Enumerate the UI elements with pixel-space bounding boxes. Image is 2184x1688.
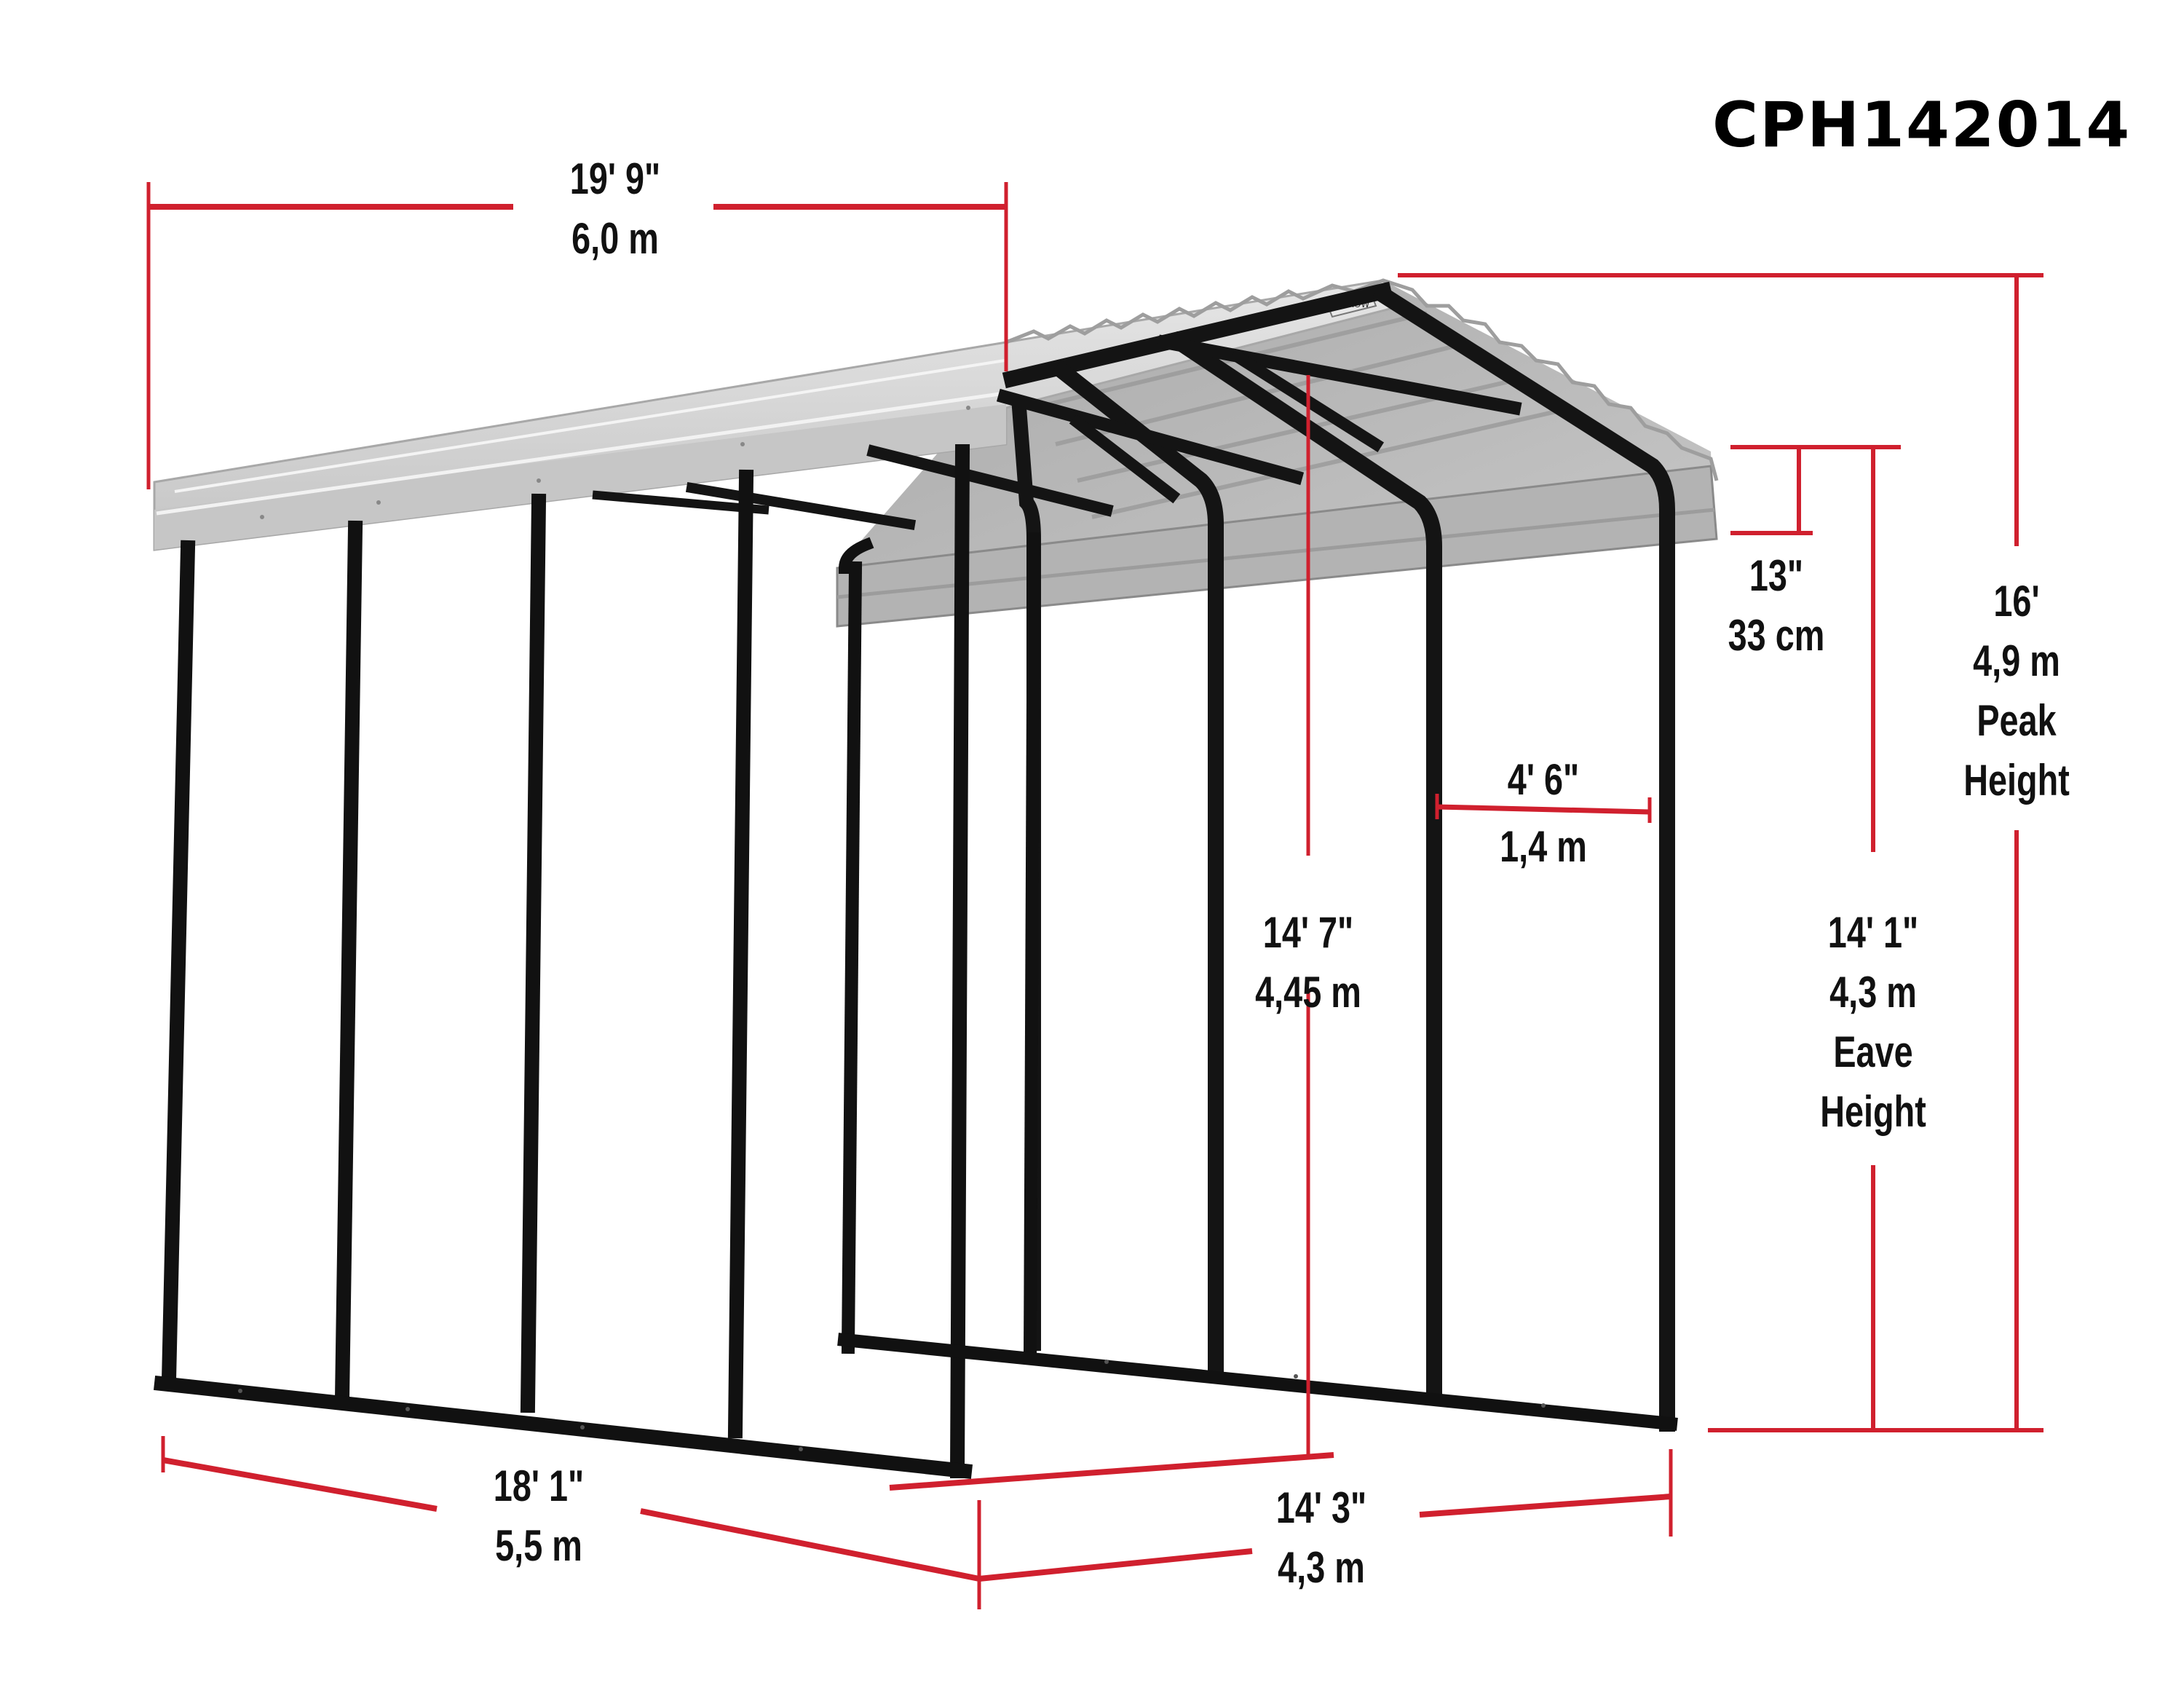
dimension-lines: [146, 182, 2043, 1609]
peak-height-imperial: 16': [1993, 577, 2040, 626]
center-clearance-metric: 4,45 m: [1255, 968, 1361, 1017]
peak-height-label: 16' 4,9 m Peak Height: [1960, 572, 2073, 811]
base-length-metric: 5,5 m: [495, 1521, 582, 1570]
base-width-metric: 4,3 m: [1278, 1543, 1365, 1592]
overhang-label: 13" 33 cm: [1720, 546, 1833, 666]
eave-height-metric: 4,3 m: [1829, 968, 1917, 1017]
base-length-label: 18' 1" 5,5 m: [482, 1456, 596, 1576]
center-clearance-label: 14' 7" 4,45 m: [1251, 903, 1365, 1022]
leg-spacing-imperial: 4' 6": [1507, 755, 1580, 804]
roof-truss: [592, 281, 1675, 1432]
peak-height-caption-1: Peak: [1977, 696, 2057, 745]
roof-length-imperial: 19' 9": [569, 154, 661, 203]
eave-height-imperial: 14' 1": [1827, 908, 1919, 957]
base-width-label: 14' 3" 4,3 m: [1265, 1478, 1378, 1598]
leg-spacing-label: 4' 6" 1,4 m [data-name="leg-spacing-metr…: [1487, 750, 1600, 877]
frame-bolts: [238, 1360, 1546, 1451]
peak-height-caption-2: Height: [1963, 756, 2070, 805]
roof-length-metric: 6,0 m: [571, 214, 659, 263]
peak-height-metric: 4,9 m: [1973, 636, 2060, 685]
frame-legs: [153, 443, 1678, 1480]
base-width-imperial: 14' 3": [1275, 1483, 1367, 1532]
model-number-title: CPH142014: [1712, 89, 2132, 162]
center-clearance-imperial: 14' 7": [1262, 908, 1354, 957]
roof-length-label: 19' 9" 6,0 m: [558, 149, 672, 269]
eave-height-caption-2: Height: [1820, 1087, 1926, 1136]
leg-spacing-metric: 1,4 m: [1500, 822, 1587, 871]
overhang-metric: 33 cm: [1728, 611, 1825, 660]
roof-top-panel: [153, 278, 1719, 551]
eave-height-label: 14' 1" 4,3 m Eave Height: [1816, 903, 1930, 1142]
overhang-imperial: 13": [1749, 551, 1804, 600]
eave-height-caption-1: Eave: [1833, 1028, 1913, 1076]
base-length-imperial: 18' 1": [493, 1462, 585, 1510]
